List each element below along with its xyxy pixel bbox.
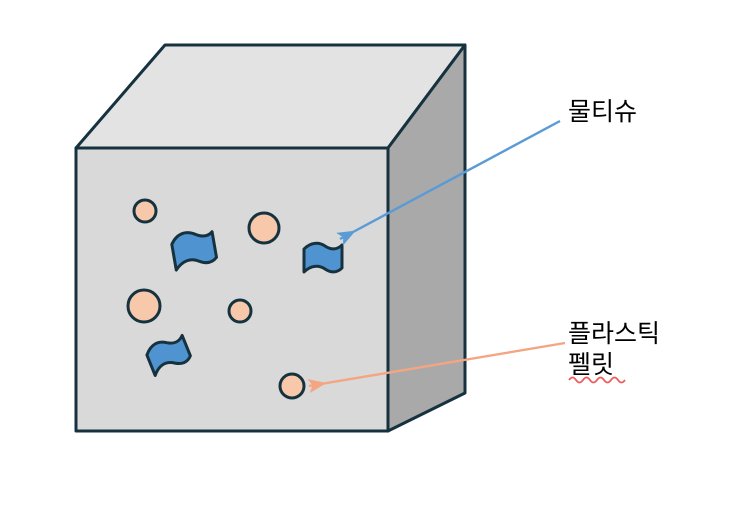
wipe-2 [302,241,344,274]
pellet-1 [132,198,158,224]
wipe-3 [145,333,192,377]
wipe-1 [170,230,219,272]
pellet-5 [278,372,306,400]
pellet-2 [247,211,281,245]
spellcheck-squiggle [568,376,626,384]
pellet-3 [126,288,162,324]
pellet-4 [227,298,253,324]
pellet-group [126,198,306,400]
wet-wipes-arrow [336,119,561,246]
plastic-pellet-label-line1: 플라스틱 [568,319,661,348]
plastic-pellet-arrow [307,341,566,394]
wipe-group [145,230,344,377]
wet-wipes-label: 물티슈 [568,97,638,126]
plastic-pellet-label-line2: 펠릿 [568,350,615,379]
cube-front-face [74,146,390,433]
